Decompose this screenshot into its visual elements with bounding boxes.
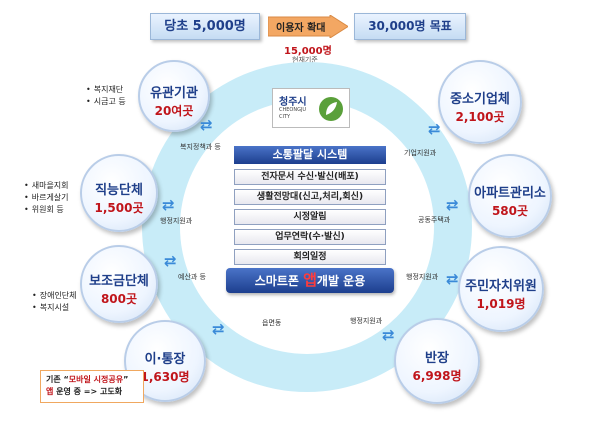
node-apt-value: 580곳 <box>491 204 529 218</box>
system-item-2: 생활전망대(신고,처리,회신) <box>234 189 386 205</box>
note-line2-post: 운영 중 => 고도화 <box>53 387 123 396</box>
node-functional: 직능단체 1,500곳 <box>80 154 158 232</box>
node-sme-title: 중소기업체 <box>450 92 510 107</box>
exchange-arrow-icon: ⇄ <box>162 196 175 214</box>
current-label: 현재기준 <box>292 56 318 64</box>
city-logo-sub: CHEONGJU CITY <box>279 107 307 120</box>
note-highlight: 모바일 시정공유 <box>68 375 124 384</box>
connector-apt: 공동주택과 <box>418 216 451 224</box>
node-subsidy-value: 800곳 <box>100 292 138 306</box>
expand-arrow: 이용자 확대 <box>268 15 348 38</box>
note-mid: ” <box>123 375 129 384</box>
exchange-arrow-icon: ⇄ <box>446 196 459 214</box>
exchange-arrow-icon: ⇄ <box>164 252 177 270</box>
footer-app: 앱 <box>303 271 317 289</box>
node-banjang: 반장 6,998명 <box>394 318 480 404</box>
connector-resident: 행정지원과 <box>406 273 439 281</box>
node-tong-value: 1,630명 <box>140 370 190 384</box>
node-banjang-value: 6,998명 <box>412 369 462 383</box>
exchange-arrow-icon: ⇄ <box>382 326 395 344</box>
node-apt-title: 아파트관리소 <box>474 186 546 201</box>
connector-functional: 행정지원과 <box>160 217 193 225</box>
note-line-2: 앱 운영 중 => 고도화 <box>46 386 138 398</box>
bullets-agency: 복지재단 시금고 등 <box>86 84 126 108</box>
expand-label: 이용자 확대 <box>276 23 326 34</box>
exchange-arrow-icon: ⇄ <box>200 116 213 134</box>
node-resident-title: 주민자치위원 <box>465 279 537 294</box>
bullet-item: 장애인단체 <box>32 290 77 302</box>
footer-pre: 스마트폰 <box>254 274 304 288</box>
bullet-item: 위원회 등 <box>24 204 69 216</box>
system-header: 소통팔달 시스템 <box>234 146 386 164</box>
bullets-functional: 새마을지회 바르게살기 위원회 등 <box>24 180 69 216</box>
city-leaf-icon <box>319 97 343 121</box>
node-resident: 주민자치위원 1,019명 <box>458 246 544 332</box>
node-banjang-title: 반장 <box>425 351 449 366</box>
city-logo: 청주시 CHEONGJU CITY <box>272 88 350 128</box>
bullet-item: 복지재단 <box>86 84 126 96</box>
connector-agency: 복지정책과 등 <box>180 143 221 151</box>
system-item-4: 업무연락(수·발신) <box>234 229 386 245</box>
node-sme-value: 2,100곳 <box>455 110 505 124</box>
node-resident-value: 1,019명 <box>476 297 526 311</box>
connector-sme: 기업지원과 <box>404 149 437 157</box>
exchange-arrow-icon: ⇄ <box>212 320 225 338</box>
bullet-item: 새마을지회 <box>24 180 69 192</box>
connector-subsidy: 예산과 등 <box>178 273 206 281</box>
node-subsidy-title: 보조금단체 <box>89 274 149 289</box>
note-line-1: 기존 “모바일 시정공유” <box>46 374 138 386</box>
existing-app-note: 기존 “모바일 시정공유” 앱 운영 중 => 고도화 <box>40 370 144 403</box>
exchange-arrow-icon: ⇄ <box>446 270 459 288</box>
bullets-subsidy: 장애인단체 복지시설 <box>32 290 77 314</box>
exchange-arrow-icon: ⇄ <box>428 120 441 138</box>
node-tong-title: 이·통장 <box>144 352 186 367</box>
node-sme: 중소기업체 2,100곳 <box>438 60 522 144</box>
note-pre: 기존 “ <box>46 375 69 384</box>
node-apt: 아파트관리소 580곳 <box>468 154 552 238</box>
start-badge: 당초 5,000명 <box>150 13 260 40</box>
expand-arrow-shape <box>268 15 348 38</box>
system-item-1: 전자문서 수신·발신(배포) <box>234 169 386 185</box>
node-functional-title: 직능단체 <box>95 183 143 198</box>
node-agency-title: 유관기관 <box>150 86 198 101</box>
node-functional-value: 1,500곳 <box>94 201 144 215</box>
current-value: 15,000명 <box>284 46 332 57</box>
bullet-item: 복지시설 <box>32 302 77 314</box>
note-app: 앱 <box>46 387 54 396</box>
connector-tong: 읍면동 <box>262 319 282 327</box>
bullet-item: 바르게살기 <box>24 192 69 204</box>
system-footer: 스마트폰 앱개발 운용 <box>226 268 394 293</box>
system-item-5: 회의일정 <box>234 249 386 265</box>
node-subsidy: 보조금단체 800곳 <box>80 245 158 323</box>
node-agency-value: 20여곳 <box>154 104 194 118</box>
inner-ring <box>180 100 434 354</box>
system-item-3: 시정알림 <box>234 209 386 225</box>
goal-badge: 30,000명 목표 <box>354 13 466 40</box>
connector-banjang: 행정지원과 <box>350 317 383 325</box>
city-logo-name: 청주시 <box>279 97 307 108</box>
footer-post: 개발 운용 <box>316 274 366 288</box>
node-agency: 유관기관 20여곳 <box>138 60 210 132</box>
bullet-item: 시금고 등 <box>86 96 126 108</box>
